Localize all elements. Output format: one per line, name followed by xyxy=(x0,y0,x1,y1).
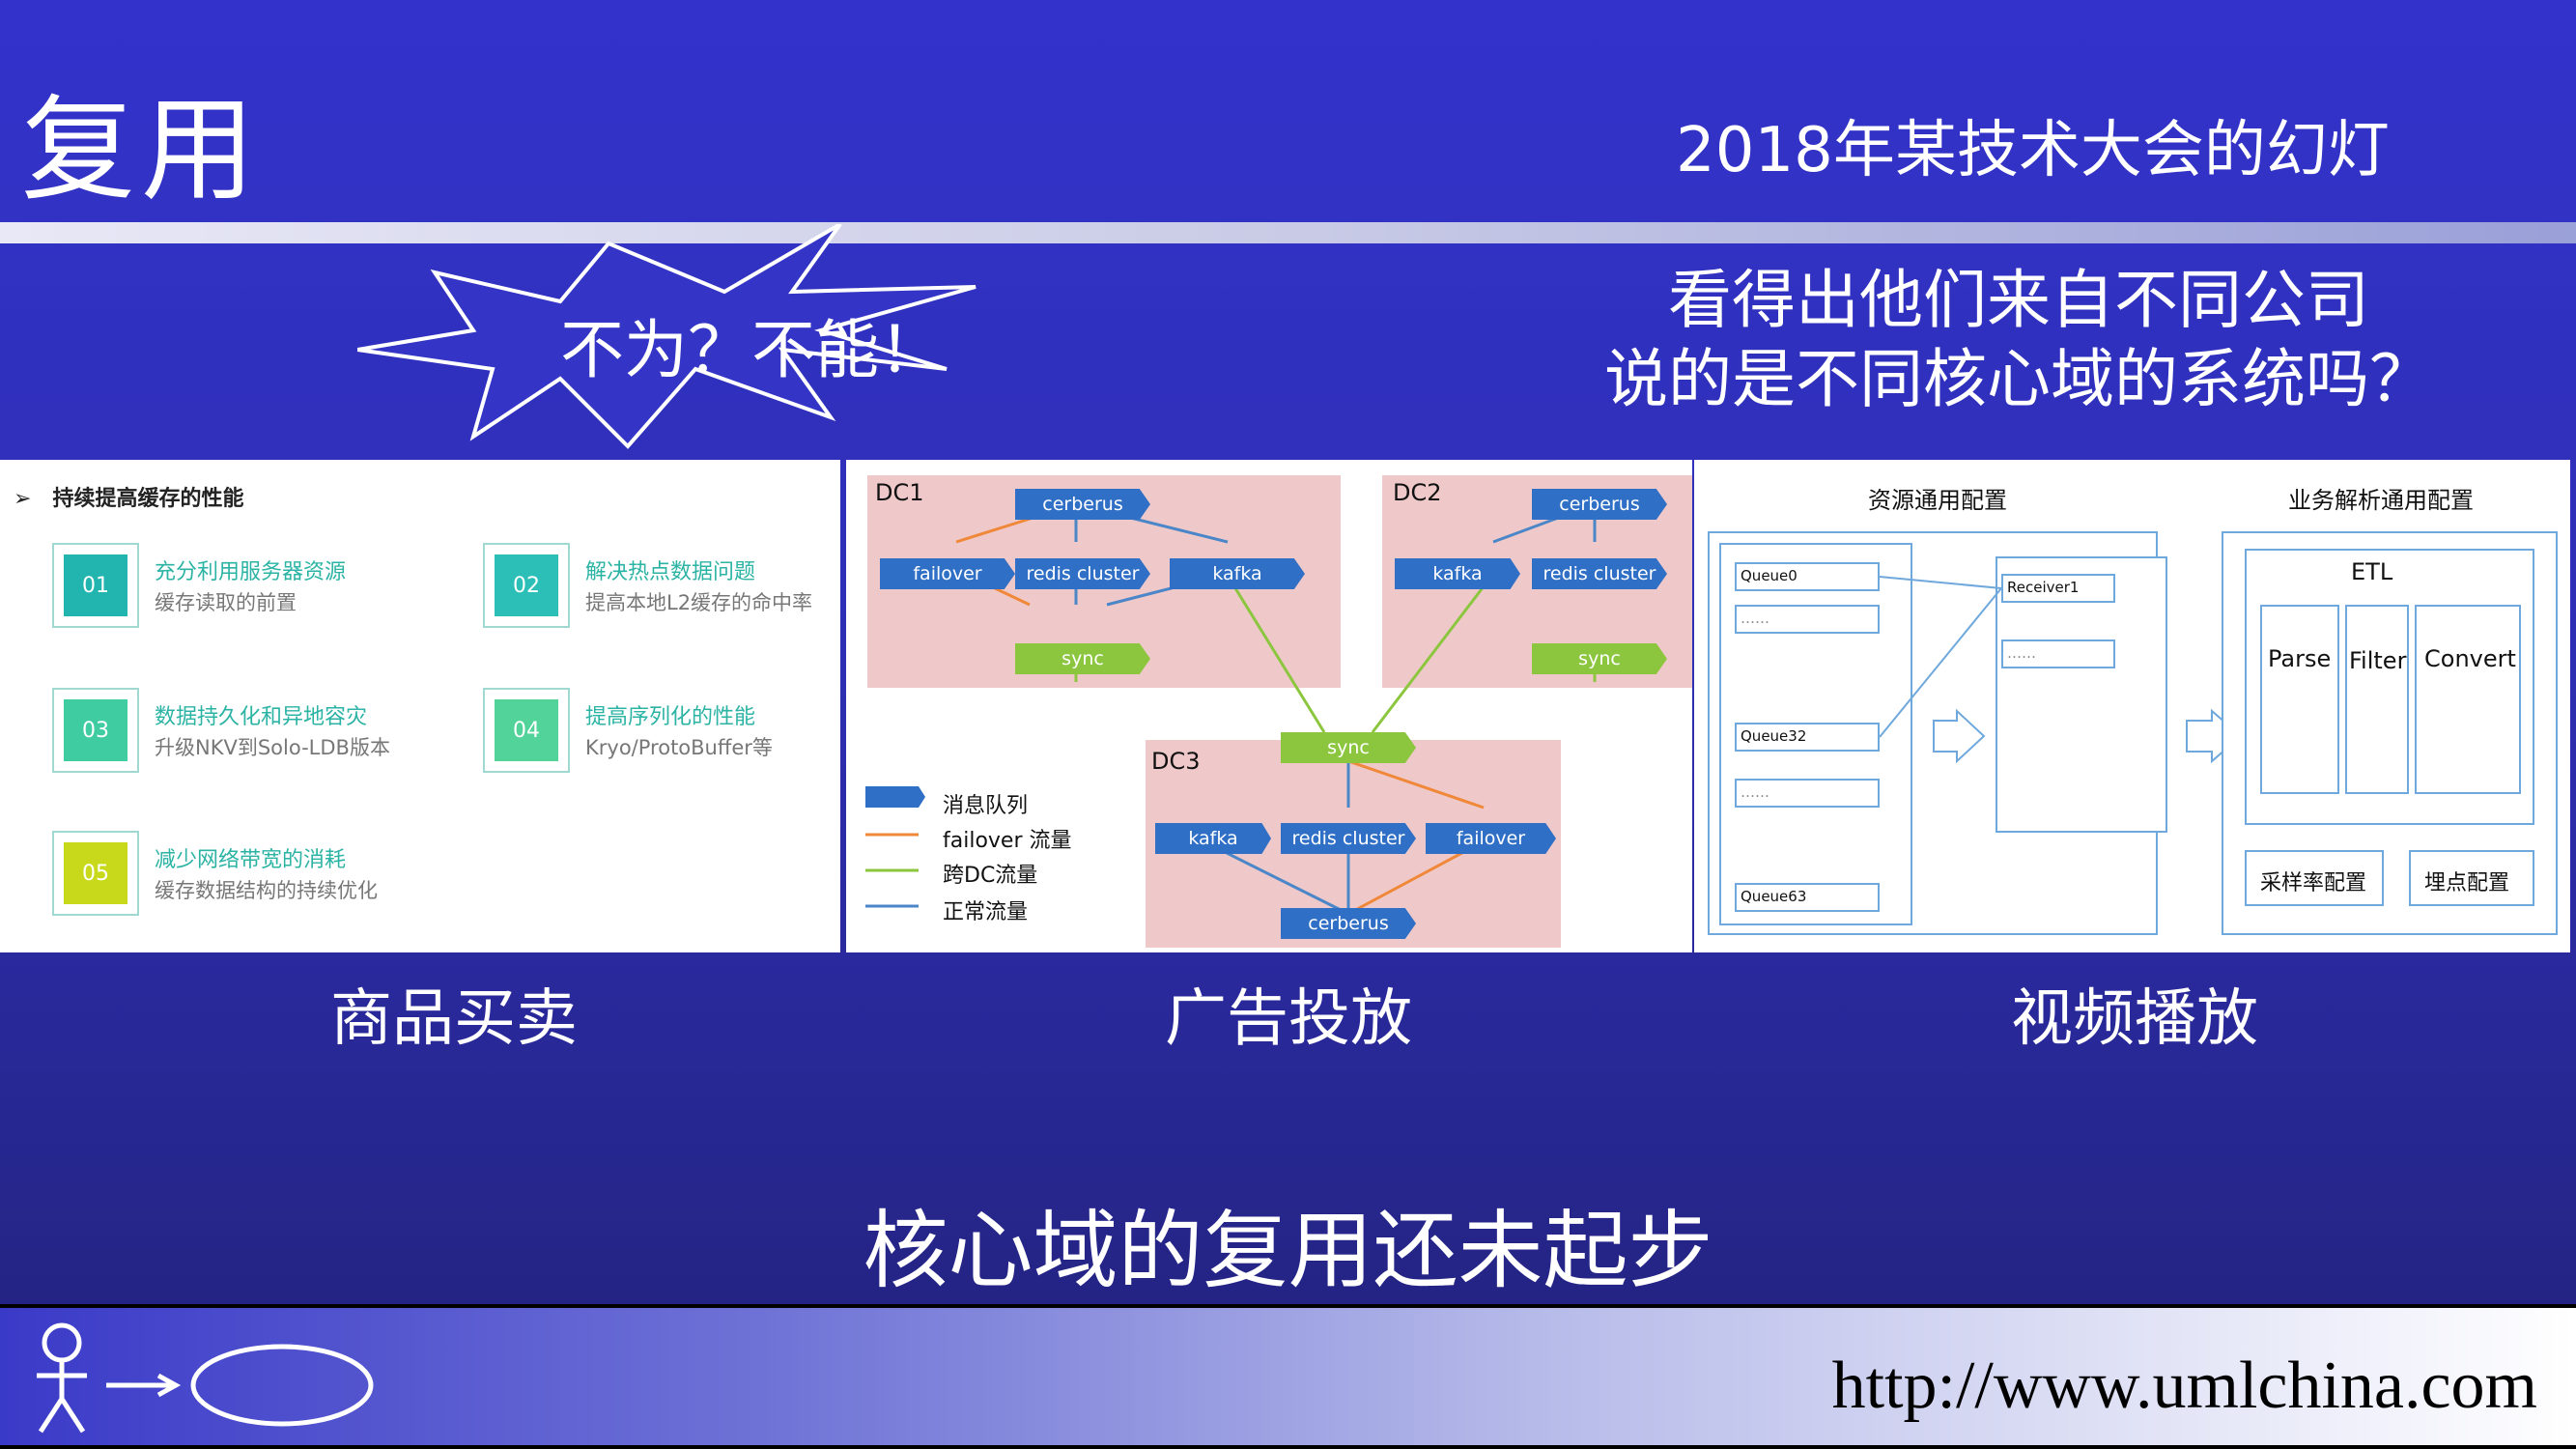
queue-0: Queue0 xyxy=(1735,562,1880,591)
business-config-title: 业务解析通用配置 xyxy=(2288,487,2474,514)
badge-number: 05 xyxy=(64,842,127,904)
item-title: 解决热点数据问题 xyxy=(585,560,756,584)
dc1-failover-node: failover xyxy=(880,558,1015,589)
filter-label: Filter xyxy=(2349,647,2407,674)
badge-frame: 01 xyxy=(52,543,139,628)
cache-item-03: 03 数据持久化和异地容灾 升级NKV到Solo-LDB版本 xyxy=(52,678,439,784)
parse-label: Parse xyxy=(2268,645,2332,672)
footer-bar xyxy=(0,1304,2576,1449)
use-case-logo-icon xyxy=(37,1322,374,1434)
receiver-1: Receiver1 xyxy=(2001,574,2115,603)
legend-markers xyxy=(865,786,925,908)
footer-url: http://www.umlchina.com xyxy=(1831,1349,2537,1423)
cache-item-01: 01 充分利用服务器资源 缓存读取的前置 xyxy=(52,533,439,639)
sampling-config-label: 采样率配置 xyxy=(2260,871,2367,895)
item-subtitle: 缓存读取的前置 xyxy=(155,591,297,614)
item-title: 数据持久化和异地容灾 xyxy=(155,705,368,729)
dc3-failover-node: failover xyxy=(1426,823,1556,854)
dc2-redis-node: redis cluster xyxy=(1532,558,1667,589)
resource-config-title: 资源通用配置 xyxy=(1868,487,2007,514)
slide-subtitle: 2018年某技术大会的幻灯 xyxy=(1676,115,2390,186)
parse-box xyxy=(2260,605,2339,794)
dc2-label: DC2 xyxy=(1393,479,1442,506)
starburst-callout xyxy=(357,224,977,449)
panel1-heading: ➢ 持续提高缓存的性能 xyxy=(14,481,243,512)
dc3-kafka-node: kafka xyxy=(1155,823,1271,854)
item-subtitle: 缓存数据结构的持续优化 xyxy=(155,879,378,902)
dc1-kafka-node: kafka xyxy=(1170,558,1305,589)
panel1-heading-text: 持续提高缓存的性能 xyxy=(52,487,244,511)
filter-box xyxy=(2345,605,2409,794)
badge-frame: 03 xyxy=(52,688,139,773)
convert-box xyxy=(2415,605,2521,794)
dc3-label: DC3 xyxy=(1151,748,1201,775)
dc1-redis-node: redis cluster xyxy=(1015,558,1150,589)
badge-frame: 05 xyxy=(52,831,139,916)
question-line-1: 看得出他们来自不同公司 xyxy=(1668,263,2369,337)
badge-frame: 04 xyxy=(483,688,570,773)
legend-queue: 消息队列 xyxy=(943,794,1029,818)
item-title: 减少网络带宽的消耗 xyxy=(155,848,347,872)
sampling-config-box xyxy=(2245,850,2384,906)
tracking-config-box xyxy=(2409,850,2534,906)
dc3-sync-node: sync xyxy=(1281,732,1416,763)
starburst-text: 不为？不能！ xyxy=(560,313,943,387)
question-line-2: 说的是不同核心域的系统吗？ xyxy=(1604,342,2433,416)
queue-63: Queue63 xyxy=(1735,883,1880,912)
dc1-cerberus-node: cerberus xyxy=(1015,489,1150,520)
badge-number: 03 xyxy=(64,699,127,761)
legend-failover: failover 流量 xyxy=(943,829,1072,853)
caption-advertising: 广告投放 xyxy=(1165,983,1412,1055)
caption-commerce: 商品买卖 xyxy=(330,983,578,1055)
tracking-config-label: 埋点配置 xyxy=(2424,871,2510,895)
dc1-sync-node: sync xyxy=(1015,643,1150,674)
item-subtitle: Kryo/ProtoBuffer等 xyxy=(585,736,773,759)
item-subtitle: 升级NKV到Solo-LDB版本 xyxy=(155,736,390,759)
dc2-kafka-node: kafka xyxy=(1395,558,1520,589)
item-title: 提高序列化的性能 xyxy=(585,705,756,729)
badge-frame: 02 xyxy=(483,543,570,628)
panel-dc-architecture: DC1 DC2 DC3 cerberus failover redis clus… xyxy=(846,460,1692,952)
cache-item-05: 05 减少网络带宽的消耗 缓存数据结构的持续优化 xyxy=(52,821,439,927)
queue-column xyxy=(1719,543,1912,925)
convert-label: Convert xyxy=(2424,645,2516,672)
badge-number: 02 xyxy=(495,554,558,616)
panel-cache-performance: ➢ 持续提高缓存的性能 01 充分利用服务器资源 缓存读取的前置 02 解决热点数… xyxy=(0,460,840,952)
cache-item-04: 04 提高序列化的性能 Kryo/ProtoBuffer等 xyxy=(483,678,869,784)
etl-label: ETL xyxy=(2351,558,2393,585)
slide-title: 复用 xyxy=(21,83,262,216)
item-subtitle: 提高本地L2缓存的命中率 xyxy=(585,591,813,614)
dc3-cerberus-node: cerberus xyxy=(1281,908,1416,939)
caption-video: 视频播放 xyxy=(2011,983,2258,1055)
panel-video-config: 资源通用配置 业务解析通用配置 Queue0 …… Queue32 …… Que… xyxy=(1694,460,2570,952)
legend-normal: 正常流量 xyxy=(943,900,1029,924)
item-title: 充分利用服务器资源 xyxy=(155,560,347,584)
question-text: 看得出他们来自不同公司 说的是不同核心域的系统吗？ xyxy=(1584,261,2453,419)
cache-item-02: 02 解决热点数据问题 提高本地L2缓存的命中率 xyxy=(483,533,869,639)
dc3-redis-node: redis cluster xyxy=(1281,823,1416,854)
dc2-cerberus-node: cerberus xyxy=(1532,489,1667,520)
dc2-sync-node: sync xyxy=(1532,643,1667,674)
dc1-label: DC1 xyxy=(875,479,924,506)
receiver-ellipsis: …… xyxy=(2001,639,2115,668)
queue-ellipsis-1: …… xyxy=(1735,605,1880,634)
conclusion-text: 核心域的复用还未起步 xyxy=(863,1201,1713,1300)
badge-number: 04 xyxy=(495,699,558,761)
badge-number: 01 xyxy=(64,554,127,616)
queue-ellipsis-2: …… xyxy=(1735,779,1880,808)
header-divider xyxy=(0,222,2576,243)
queue-32: Queue32 xyxy=(1735,723,1880,752)
legend-cross-dc: 跨DC流量 xyxy=(943,864,1038,888)
bullet-arrow-icon: ➢ xyxy=(14,487,32,511)
